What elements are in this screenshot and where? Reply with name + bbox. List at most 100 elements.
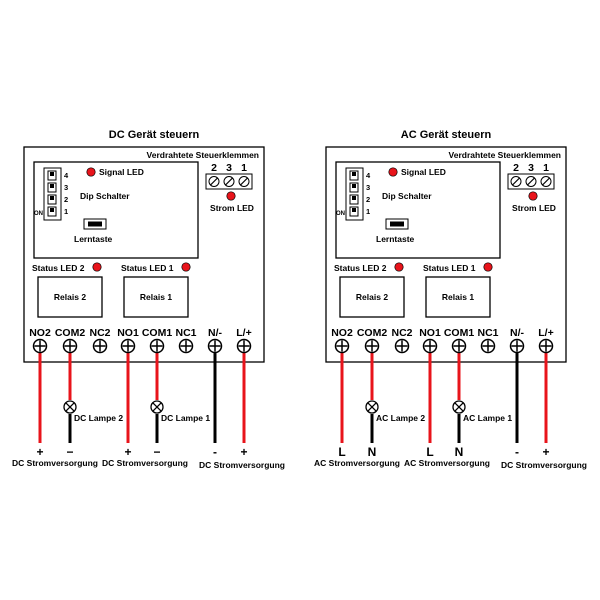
terminal-label: NO1	[117, 327, 139, 339]
terminal-label: N/-	[510, 327, 525, 339]
power-terminal-number: 3	[226, 162, 232, 174]
power-led-label: Strom LED	[512, 203, 556, 213]
status-led-2-icon	[92, 262, 102, 272]
power-led-label: Strom LED	[210, 203, 254, 213]
signal-led-icon	[388, 167, 398, 177]
signal-led-icon	[86, 167, 96, 177]
screw-terminal-icon	[62, 338, 78, 354]
terminal-label: COM2	[357, 327, 387, 339]
terminal-label: NC2	[89, 327, 110, 339]
screw-terminal-icon	[236, 338, 252, 354]
status-led-2-label: Status LED 2	[32, 263, 85, 273]
dip-switch-label: Dip Schalter	[80, 191, 130, 201]
wires-ac	[340, 353, 548, 443]
polarity-sign: -	[515, 445, 519, 459]
relay-1-label: Relais 1	[140, 292, 172, 302]
terminal-label: NC2	[391, 327, 412, 339]
lamp-icon	[150, 400, 164, 414]
terminal-label: NO2	[331, 327, 353, 339]
panel-dc: DC Gerät steuern Verdrahtete Steuerklemm…	[12, 129, 285, 470]
screw-terminal-icon	[207, 338, 223, 354]
dip-switch[interactable]	[345, 167, 364, 221]
signal-led-label: Signal LED	[401, 167, 446, 177]
terminal-label: COM1	[444, 327, 474, 339]
dip-number: 2	[64, 195, 68, 204]
relay-2	[339, 276, 405, 318]
screw-terminal-icon	[451, 338, 467, 354]
learn-button-label: Lerntaste	[376, 234, 415, 244]
panel-ac: AC Gerät steuern Verdrahtete Steuerklemm…	[314, 129, 587, 470]
status-led-2-label: Status LED 2	[334, 263, 387, 273]
terminal-label: NO1	[419, 327, 441, 339]
power-supply-label: AC Stromversorgung	[404, 458, 490, 468]
dip-switch[interactable]	[43, 167, 62, 221]
dip-number: 4	[64, 171, 69, 180]
power-terminal-block	[507, 173, 555, 190]
power-supply-label: DC Stromversorgung	[199, 460, 285, 470]
lamp-icon	[452, 400, 466, 414]
power-terminal-number: 2	[211, 162, 217, 174]
relay-1-label: Relais 1	[442, 292, 474, 302]
power-supply-label: DC Stromversorgung	[12, 458, 98, 468]
screw-terminal-icon	[178, 338, 194, 354]
terminal-label: NC1	[477, 327, 498, 339]
screw-terminal-icon	[394, 338, 410, 354]
lamp-1-label: DC Lampe 1	[161, 413, 210, 423]
power-terminal-number: 3	[528, 162, 534, 174]
lamp-1-label: AC Lampe 1	[463, 413, 512, 423]
terminal-label: COM1	[142, 327, 172, 339]
lamp-2-label: DC Lampe 2	[74, 413, 123, 423]
relay-2	[37, 276, 103, 318]
learn-button-label: Lerntaste	[74, 234, 113, 244]
power-led-icon	[226, 191, 236, 201]
relay-1	[425, 276, 491, 318]
line-neutral-sign: L	[426, 445, 433, 459]
status-led-1-label: Status LED 1	[423, 263, 476, 273]
power-terminal-number: 1	[543, 162, 549, 174]
relay-2-label: Relais 2	[54, 292, 86, 302]
screw-terminal-icon	[32, 338, 48, 354]
learn-button[interactable]	[385, 218, 409, 230]
learn-button[interactable]	[83, 218, 107, 230]
dip-on-label: ON	[336, 211, 345, 217]
wired-terminals-label: Verdrahtete Steuerklemmen	[449, 150, 561, 160]
wired-terminals-label: Verdrahtete Steuerklemmen	[147, 150, 259, 160]
screw-terminal-icon	[120, 338, 136, 354]
terminal-label: N/-	[208, 327, 223, 339]
power-terminal-number: 2	[513, 162, 519, 174]
dip-number: 1	[64, 207, 68, 216]
dip-number: 1	[366, 207, 370, 216]
panel-title: AC Gerät steuern	[401, 129, 492, 141]
power-led-icon	[528, 191, 538, 201]
status-led-1-icon	[483, 262, 493, 272]
screw-terminal-icon	[538, 338, 554, 354]
screw-terminal-icon	[364, 338, 380, 354]
terminal-label: NO2	[29, 327, 51, 339]
lamp-icon	[63, 400, 77, 414]
relay-2-label: Relais 2	[356, 292, 388, 302]
dip-number: 4	[366, 171, 371, 180]
relay-1	[123, 276, 189, 318]
power-supply-label: DC Stromversorgung	[102, 458, 188, 468]
power-terminal-block	[205, 173, 253, 190]
lamp-icon	[365, 400, 379, 414]
status-led-1-icon	[181, 262, 191, 272]
polarity-sign: -	[213, 445, 217, 459]
terminal-label: L/+	[538, 327, 553, 339]
power-terminal-number: 1	[241, 162, 247, 174]
terminal-label: L/+	[236, 327, 251, 339]
dip-switch-label: Dip Schalter	[382, 191, 432, 201]
power-supply-label: DC Stromversorgung	[501, 460, 587, 470]
polarity-sign: +	[36, 445, 43, 459]
polarity-sign: +	[240, 445, 247, 459]
power-supply-label: AC Stromversorgung	[314, 458, 400, 468]
wires-dc	[38, 353, 246, 443]
terminal-label: NC1	[175, 327, 196, 339]
status-led-2-icon	[394, 262, 404, 272]
screw-terminal-icon	[334, 338, 350, 354]
screw-terminal-icon	[149, 338, 165, 354]
dip-number: 3	[366, 183, 370, 192]
line-neutral-sign: N	[368, 445, 377, 459]
polarity-sign: −	[153, 445, 160, 459]
